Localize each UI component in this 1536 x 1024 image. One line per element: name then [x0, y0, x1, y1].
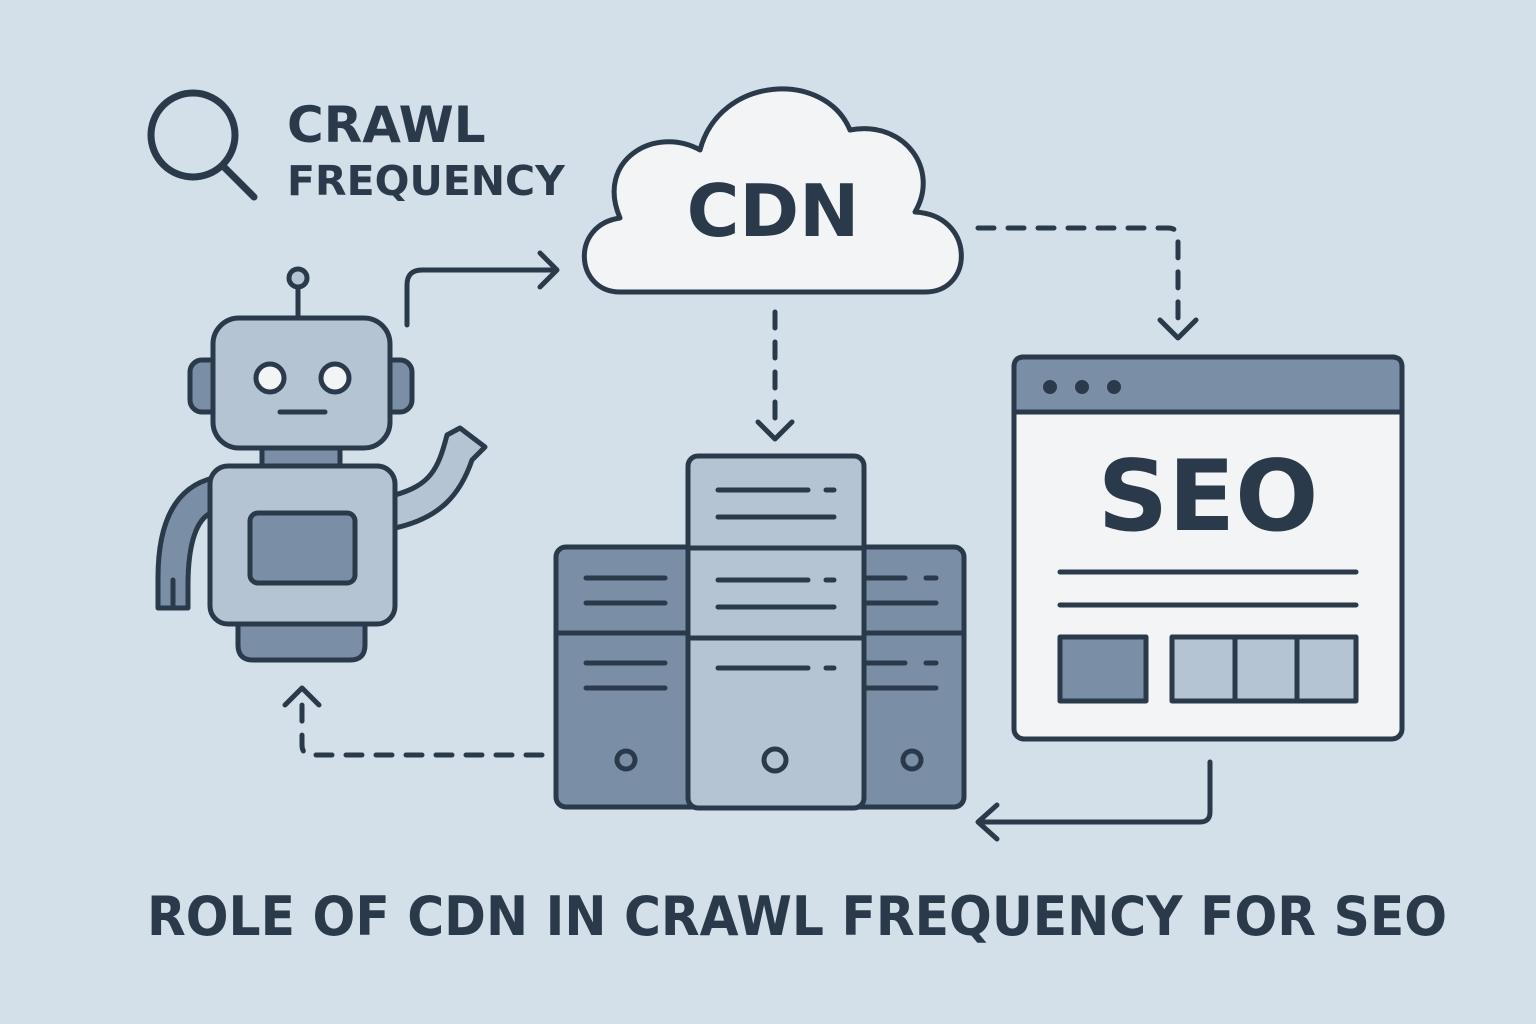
- seo-browser-window: SEO: [1011, 354, 1405, 742]
- server-cluster: [553, 453, 967, 811]
- arrow-robot-to-cdn: [404, 250, 560, 328]
- cloud-shape: [581, 86, 964, 295]
- diagram-caption: ROLE OF CDN IN CRAWL FREQUENCY FOR SEO: [147, 885, 1447, 948]
- header-title-line2: FREQUENCY: [287, 157, 566, 205]
- robot-head: [210, 315, 393, 451]
- magnifier-icon: [147, 89, 258, 201]
- robot-crawler: [155, 266, 488, 663]
- arrow-cdn-to-servers: [755, 309, 795, 442]
- arrow-seo-to-servers: [975, 759, 1213, 842]
- header-title-line1: CRAWL: [287, 96, 486, 154]
- cdn-label: CDN: [687, 169, 860, 253]
- server-left: [553, 544, 719, 810]
- arrow-cdn-to-seo: [975, 225, 1199, 341]
- arrow-servers-to-robot: [282, 685, 545, 758]
- window-dots-icon: [1043, 380, 1121, 394]
- cdn-cloud: CDN: [581, 86, 964, 295]
- seo-label: SEO: [1098, 440, 1319, 554]
- server-center: [685, 453, 867, 811]
